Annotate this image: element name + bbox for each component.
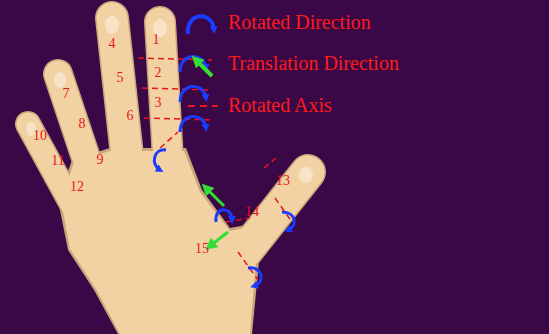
callout-number: 1 [153, 33, 160, 47]
legend-text: Translation Direction [228, 52, 399, 74]
callout-number: 7 [63, 87, 70, 101]
translation-symbol [196, 60, 212, 76]
callout-number: 14 [245, 205, 259, 219]
rotation-symbol [188, 16, 214, 34]
callout-number: 8 [79, 117, 86, 131]
axis-symbol [188, 105, 218, 107]
callout-number: 10 [33, 129, 47, 143]
callout-number: 6 [127, 109, 134, 123]
legend-text: Rotated Direction [228, 11, 371, 33]
callout-number: 15 [195, 242, 209, 256]
callout-number: 12 [70, 180, 84, 194]
callout-number: 11 [51, 154, 64, 168]
legend-text: Rotated Axis [228, 94, 332, 116]
callout-number: 3 [155, 96, 162, 110]
callout-number: 4 [109, 37, 116, 51]
callout-number: 13 [276, 174, 290, 188]
callout-number: 5 [117, 71, 124, 85]
callout-number: 2 [155, 66, 162, 80]
callout-number: 9 [97, 153, 104, 167]
